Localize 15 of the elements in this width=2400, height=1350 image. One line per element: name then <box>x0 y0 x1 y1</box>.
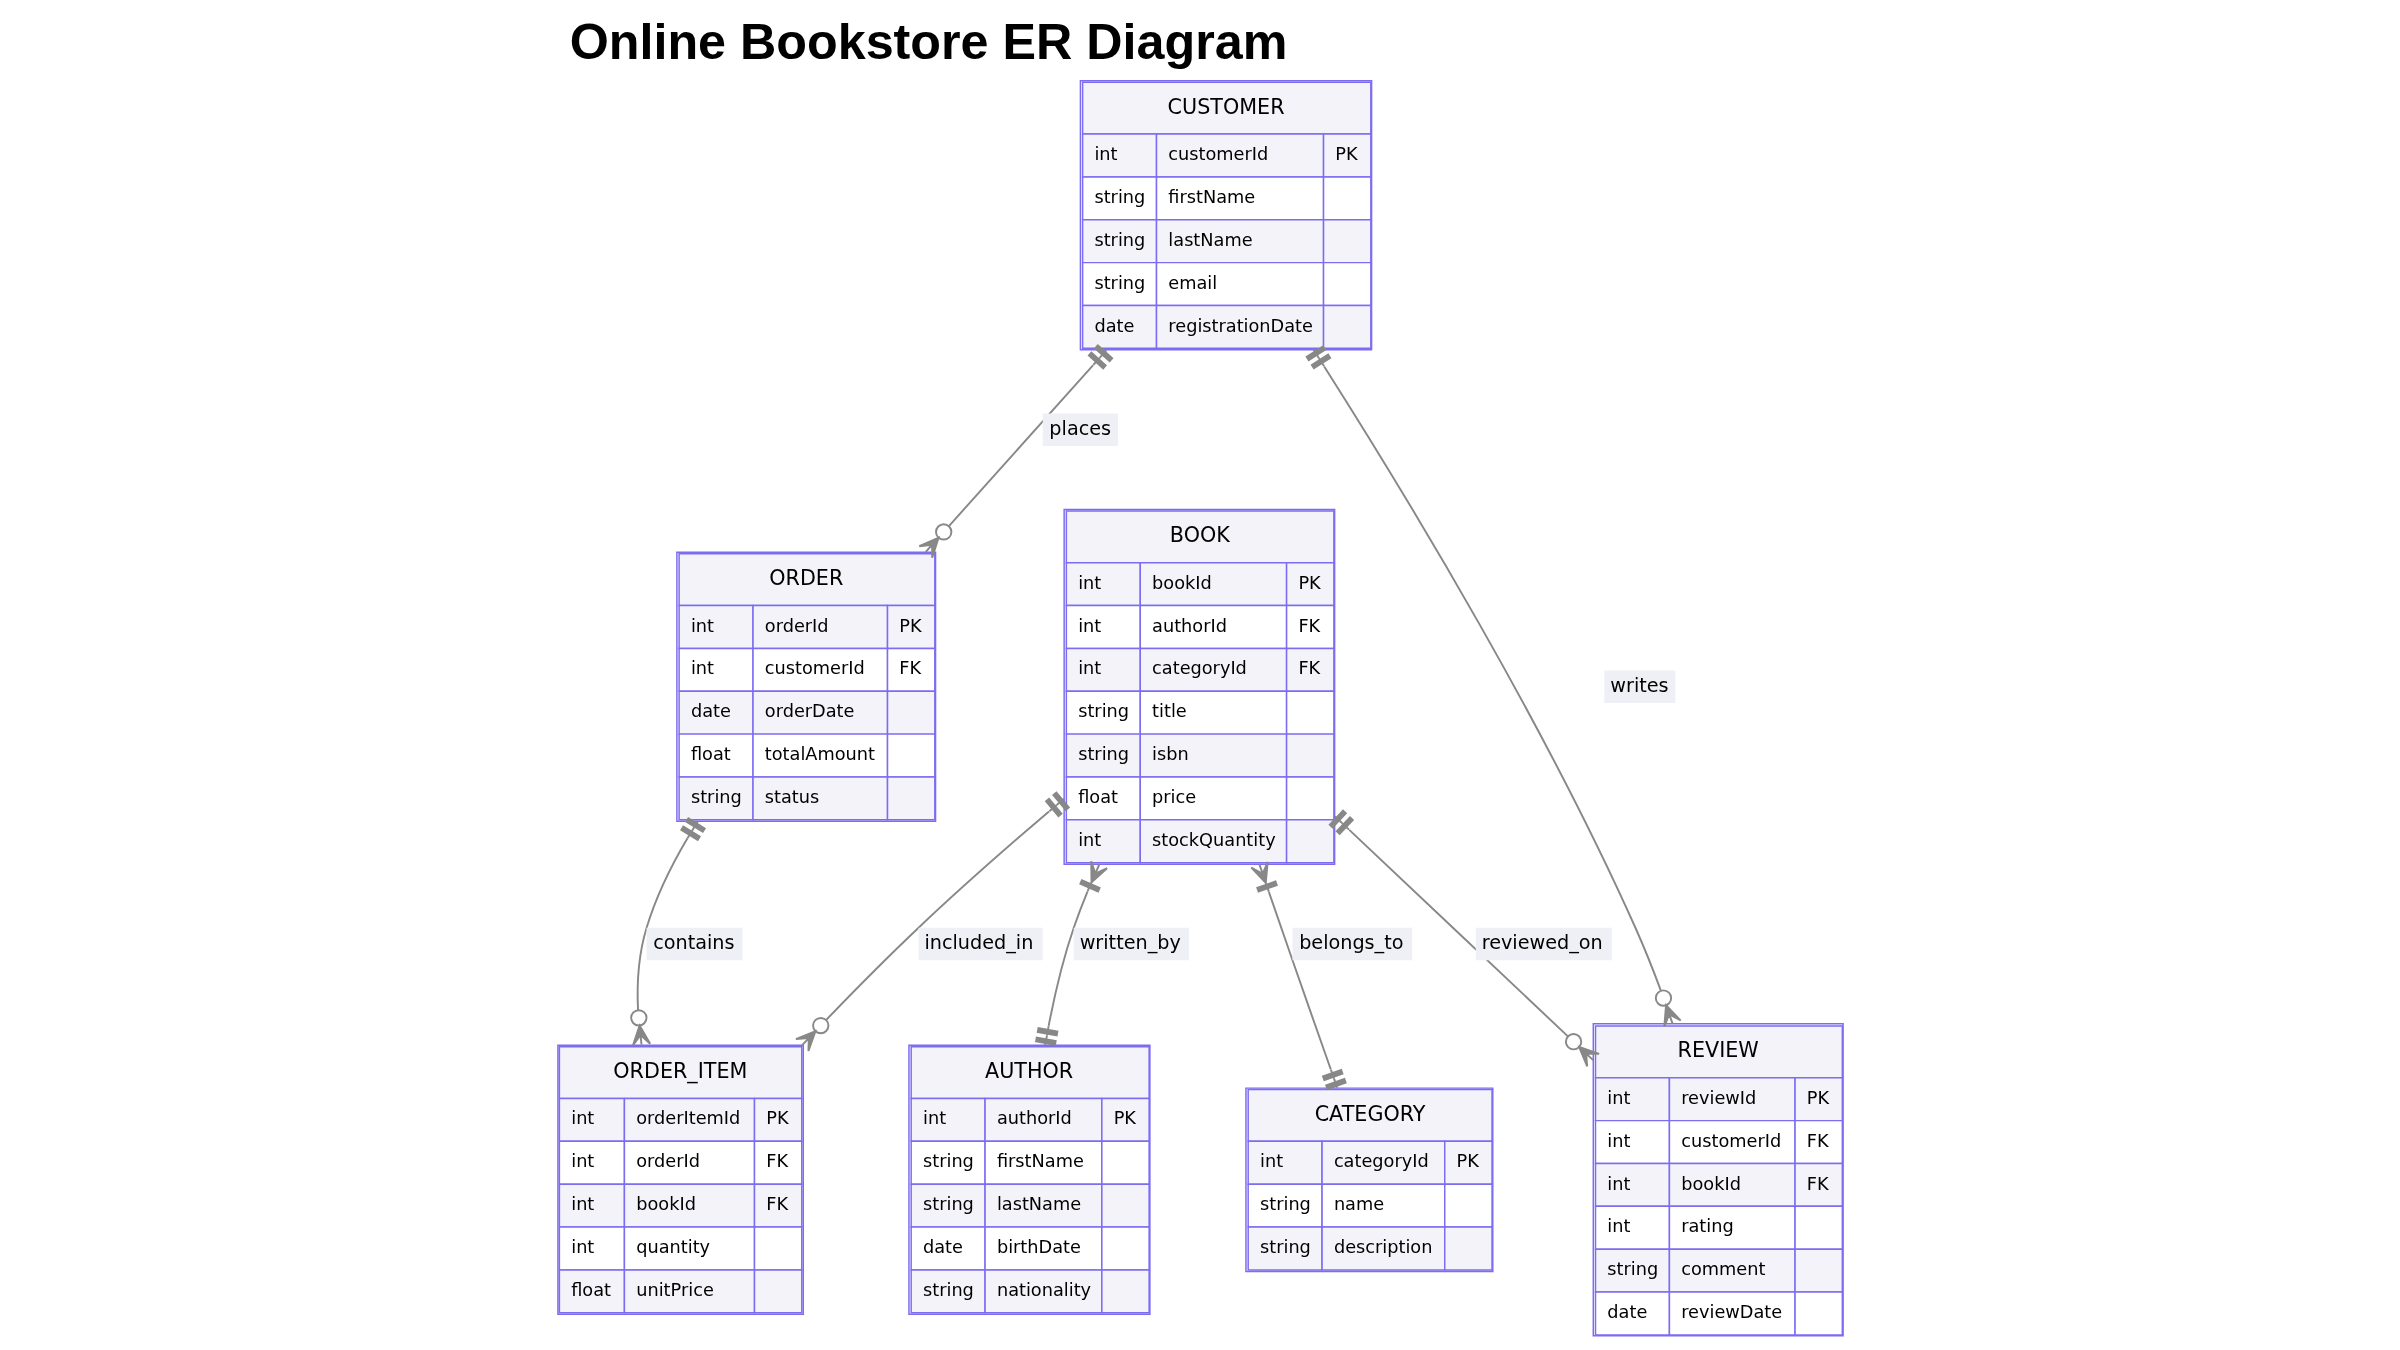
edge-label: contains <box>652 931 735 955</box>
connector <box>1249 860 1347 1091</box>
edge-label: belongs_to <box>1298 931 1403 955</box>
connector <box>1304 345 1682 1028</box>
connector <box>1034 860 1108 1046</box>
edge-label: places <box>1048 416 1111 440</box>
connector <box>917 344 1113 559</box>
edge-label: included_in <box>923 931 1033 955</box>
connector <box>1327 809 1600 1068</box>
edge-label: writes <box>1609 673 1669 697</box>
connector <box>794 791 1070 1052</box>
edge-label: written_by <box>1079 931 1181 955</box>
diagram-title: Online Bookstore ER Diagram <box>569 13 1287 70</box>
edge-label: reviewed_on <box>1481 931 1603 955</box>
connector <box>629 817 706 1047</box>
